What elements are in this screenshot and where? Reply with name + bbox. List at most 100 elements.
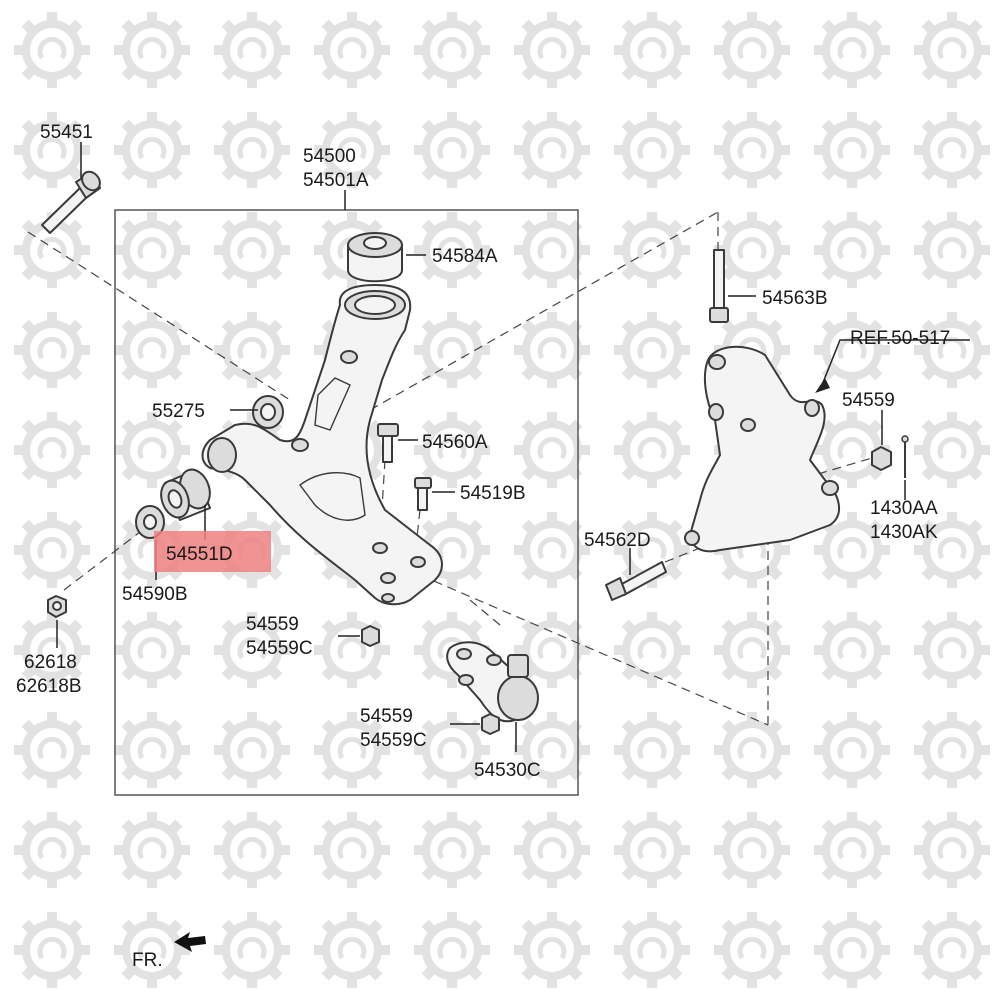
watermark-gear-icon bbox=[914, 12, 990, 88]
watermark-gear-icon bbox=[114, 212, 190, 288]
label-54562d: 54562D bbox=[584, 530, 651, 551]
watermark-gear-icon bbox=[614, 712, 690, 788]
label-55275: 55275 bbox=[152, 401, 205, 422]
label-54560a: 54560A bbox=[422, 432, 488, 453]
watermark-gear-icon bbox=[414, 312, 490, 388]
label-ref-50-517: REF.50-517 bbox=[850, 328, 950, 349]
watermark-gear-icon bbox=[914, 112, 990, 188]
watermark-gear-icon bbox=[914, 512, 990, 588]
watermark-gear-icon bbox=[614, 12, 690, 88]
cotter-pin-icon bbox=[901, 435, 909, 478]
watermark-gear-icon bbox=[414, 912, 490, 988]
watermark-gear-icon bbox=[714, 12, 790, 88]
watermark-gear-icon bbox=[14, 812, 90, 888]
watermark-gear-icon bbox=[914, 312, 990, 388]
watermark-gear-icon bbox=[214, 112, 290, 188]
label-62618b: 62618B bbox=[16, 676, 82, 697]
watermark-gear-icon bbox=[414, 112, 490, 188]
watermark-gear-icon bbox=[414, 212, 490, 288]
watermark-gear-icon bbox=[814, 612, 890, 688]
watermark-gear-icon bbox=[14, 712, 90, 788]
bushing-54584a-icon bbox=[347, 232, 403, 283]
bolt-54519b-icon bbox=[414, 477, 432, 511]
watermark-gear-icon bbox=[214, 12, 290, 88]
watermark-gear-icon bbox=[914, 412, 990, 488]
watermark-gear-icon bbox=[814, 312, 890, 388]
watermark-gear-icon bbox=[914, 912, 990, 988]
watermark-gear-icon bbox=[614, 112, 690, 188]
nut-62618-icon bbox=[47, 595, 67, 618]
label-54563b: 54563B bbox=[762, 288, 828, 309]
watermark-gear-icon bbox=[414, 812, 490, 888]
label-54500: 54500 bbox=[303, 146, 356, 167]
watermark-gear-icon bbox=[14, 412, 90, 488]
label-54559-right: 54559 bbox=[842, 390, 895, 411]
watermark-gear-icon bbox=[214, 812, 290, 888]
highlight-box bbox=[154, 531, 271, 572]
watermark-gear-icon bbox=[814, 712, 890, 788]
nut-54559-right-icon bbox=[871, 446, 892, 471]
watermark-gear-icon bbox=[114, 12, 190, 88]
watermark-gear-icon bbox=[14, 912, 90, 988]
watermark-gear-icon bbox=[114, 812, 190, 888]
label-54530c: 54530C bbox=[474, 760, 541, 781]
watermark-gear-icon bbox=[614, 312, 690, 388]
label-54584a: 54584A bbox=[432, 246, 498, 267]
watermark-gear-icon bbox=[314, 712, 390, 788]
watermark-gear-icon bbox=[514, 12, 590, 88]
bolt-55451-icon bbox=[41, 170, 101, 234]
lower-control-arm-icon bbox=[201, 284, 443, 606]
label-54519b: 54519B bbox=[460, 483, 526, 504]
watermark-gear-icon bbox=[114, 112, 190, 188]
watermark-gear-icon bbox=[14, 112, 90, 188]
label-54590b: 54590B bbox=[122, 584, 188, 605]
watermark-gear-icon bbox=[714, 112, 790, 188]
washer-54590b-icon bbox=[135, 505, 165, 539]
label-1430ak: 1430AK bbox=[870, 522, 938, 543]
watermark-gear-icon bbox=[914, 612, 990, 688]
label-54559-mid: 54559 bbox=[246, 614, 299, 635]
watermark-gear-icon bbox=[214, 612, 290, 688]
watermark-gear-icon bbox=[314, 612, 390, 688]
bolt-54562d-icon bbox=[605, 561, 667, 601]
watermark-gear-icon bbox=[814, 912, 890, 988]
watermark-gear-icon bbox=[814, 212, 890, 288]
watermark-gear-icon bbox=[914, 712, 990, 788]
nut-54559-low-icon bbox=[481, 713, 500, 735]
label-62618: 62618 bbox=[24, 652, 77, 673]
front-direction-marker: FR. bbox=[132, 932, 206, 971]
watermark-gear-icon bbox=[214, 712, 290, 788]
watermark-gear-icon bbox=[614, 412, 690, 488]
label-55451: 55451 bbox=[40, 122, 93, 143]
front-label: FR. bbox=[132, 950, 163, 971]
watermark-gear-icon bbox=[914, 812, 990, 888]
watermark-gear-icon bbox=[514, 512, 590, 588]
steering-knuckle-icon bbox=[684, 345, 840, 553]
watermark-gear-icon bbox=[314, 112, 390, 188]
watermark-gear-icon bbox=[614, 912, 690, 988]
watermark-gear-icon bbox=[614, 512, 690, 588]
watermark-gear-icon bbox=[814, 12, 890, 88]
bolt-54563b-icon bbox=[709, 249, 729, 323]
watermark-gear-icon bbox=[514, 912, 590, 988]
watermark-gear-icon bbox=[314, 812, 390, 888]
watermark-gear-icon bbox=[14, 312, 90, 388]
watermark-gear-icon bbox=[114, 612, 190, 688]
ball-joint-54530c-icon bbox=[446, 641, 539, 723]
watermark-gear-icon bbox=[514, 812, 590, 888]
label-54559-low: 54559 bbox=[360, 706, 413, 727]
bolt-54560a-icon bbox=[377, 423, 399, 463]
front-arrow-icon bbox=[174, 932, 206, 952]
watermark-gear-icon bbox=[314, 912, 390, 988]
washer-55275-icon bbox=[252, 395, 284, 429]
watermark-gear-icon bbox=[614, 612, 690, 688]
watermark-gear-icon bbox=[714, 712, 790, 788]
watermark-gear-icon bbox=[314, 12, 390, 88]
watermark-gear-icon bbox=[714, 912, 790, 988]
watermark-gear-icon bbox=[214, 212, 290, 288]
label-54559c-mid: 54559C bbox=[246, 638, 313, 659]
watermark-gear-icon bbox=[114, 712, 190, 788]
leader-lines bbox=[56, 142, 970, 752]
